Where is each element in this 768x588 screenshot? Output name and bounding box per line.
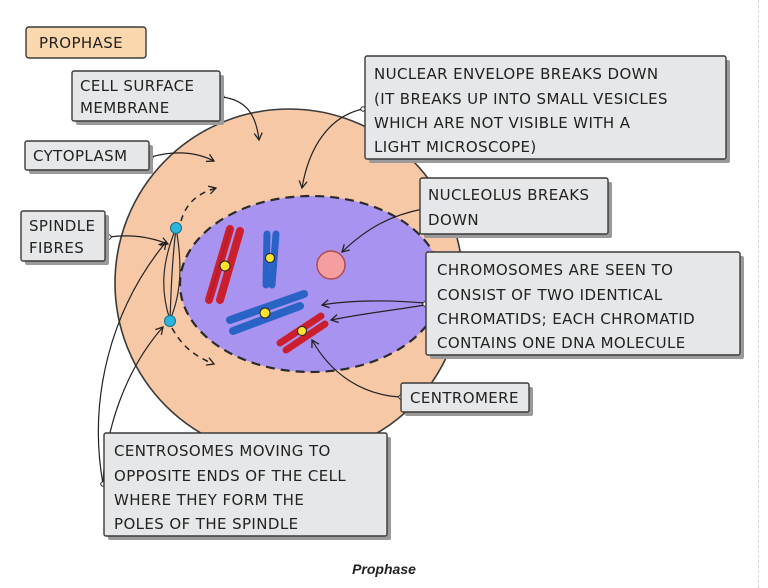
svg-text:LIGHT MICROSCOPE): LIGHT MICROSCOPE) [374, 138, 537, 156]
centrosome-lower [164, 315, 176, 327]
centrosome-path-lower [171, 327, 216, 366]
svg-text:CHROMATIDS; EACH CHROMATID: CHROMATIDS; EACH CHROMATID [437, 310, 695, 328]
label-cytoplasm: CYTOPLASM [24, 140, 153, 174]
svg-text:FIBRES: FIBRES [29, 239, 84, 257]
spindle-fibres [163, 227, 181, 321]
label-nucleolus: NUCLEOLUS BREAKS DOWN [419, 177, 612, 238]
svg-text:NUCLEAR ENVELOPE BREAKS DOWN: NUCLEAR ENVELOPE BREAKS DOWN [374, 65, 659, 83]
svg-text:NUCLEOLUS BREAKS: NUCLEOLUS BREAKS [428, 186, 589, 204]
svg-text:POLES OF THE SPINDLE: POLES OF THE SPINDLE [114, 515, 298, 533]
centrosome-upper [170, 222, 182, 234]
svg-text:(IT BREAKS UP INTO SMALL VESIC: (IT BREAKS UP INTO SMALL VESICLES [374, 90, 668, 108]
label-cell-surface-membrane: CELL SURFACE MEMBRANE [71, 70, 224, 125]
svg-text:SPINDLE: SPINDLE [29, 217, 95, 235]
label-centrosomes: CENTROSOMES MOVING TO OPPOSITE ENDS OF T… [103, 432, 391, 540]
label-spindle-fibres: SPINDLE FIBRES [20, 210, 109, 265]
label-centromere: CENTROMERE [400, 382, 533, 416]
nucleus [178, 194, 444, 374]
nucleolus [316, 250, 346, 280]
svg-text:DOWN: DOWN [428, 211, 479, 229]
centrosome-path-upper [180, 185, 218, 222]
svg-text:CONSIST OF TWO IDENTICAL: CONSIST OF TWO IDENTICAL [437, 286, 663, 304]
svg-text:CENTROSOMES MOVING TO: CENTROSOMES MOVING TO [114, 442, 331, 460]
svg-text:MEMBRANE: MEMBRANE [80, 99, 170, 117]
chromosome-small-blue [262, 230, 280, 289]
svg-text:CONTAINS ONE DNA MOLECULE: CONTAINS ONE DNA MOLECULE [437, 334, 686, 352]
title-box: PROPHASE [25, 26, 147, 59]
title-text: PROPHASE [39, 34, 123, 52]
svg-text:CELL SURFACE: CELL SURFACE [80, 77, 194, 95]
svg-text:WHICH ARE NOT VISIBLE WITH A: WHICH ARE NOT VISIBLE WITH A [374, 114, 631, 132]
label-chromosomes: CHROMOSOMES ARE SEEN TO CONSIST OF TWO I… [425, 251, 744, 359]
svg-text:CHROMOSOMES ARE SEEN TO: CHROMOSOMES ARE SEEN TO [437, 261, 673, 279]
svg-text:CENTROMERE: CENTROMERE [410, 389, 519, 407]
chromosome-large-red [205, 225, 244, 304]
chromosome-large-blue [226, 290, 308, 335]
svg-text:WHERE THEY FORM THE: WHERE THEY FORM THE [114, 491, 304, 509]
page-divider [758, 0, 759, 588]
cell [114, 108, 464, 458]
leader-lines [97, 96, 426, 485]
label-nuclear-envelope: NUCLEAR ENVELOPE BREAKS DOWN (IT BREAKS … [364, 55, 730, 163]
figure-caption: Prophase [352, 561, 416, 577]
svg-text:OPPOSITE ENDS OF THE CELL: OPPOSITE ENDS OF THE CELL [114, 467, 346, 485]
chromosome-small-red [276, 312, 329, 354]
svg-text:CYTOPLASM: CYTOPLASM [33, 147, 127, 165]
